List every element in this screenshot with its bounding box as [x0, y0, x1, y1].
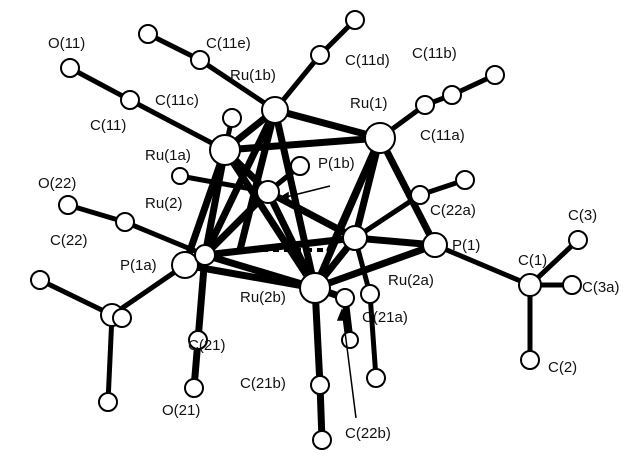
label-c11c: C(11c)	[155, 92, 199, 109]
label-c11e: C(11e)	[206, 35, 251, 52]
label-p1b: P(1b)	[318, 155, 355, 172]
label-ru1a: Ru(1a)	[145, 147, 191, 164]
label-c11: C(11)	[90, 117, 126, 134]
atom-ru2b	[299, 272, 331, 304]
label-ru2: Ru(2)	[145, 195, 183, 212]
label-c21a: C(21a)	[362, 309, 408, 326]
label-c22: C(22)	[50, 232, 88, 249]
label-c11d: C(11d)	[345, 52, 390, 69]
label-o22: O(22)	[38, 175, 76, 192]
dashed-bonds	[204, 236, 356, 257]
label-ru2a: Ru(2a)	[388, 272, 434, 289]
atom-p1	[422, 232, 448, 258]
label-p1a: P(1a)	[120, 257, 157, 274]
label-c3a: C(3a)	[582, 279, 620, 296]
atom-p1b	[194, 244, 216, 266]
label-c21b: C(21b)	[240, 375, 286, 392]
atoms	[30, 10, 588, 450]
label-ru1b: Ru(1b)	[230, 67, 276, 84]
label-p1: P(1)	[452, 237, 480, 254]
label-c11b: C(11b)	[412, 45, 457, 62]
label-c3: C(3)	[568, 207, 597, 224]
label-o21: O(21)	[162, 402, 200, 419]
label-c21: C(21)	[188, 337, 226, 354]
label-c22b: C(22b)	[345, 425, 391, 442]
label-c2: C(2)	[548, 359, 577, 376]
label-c1: C(1)	[518, 252, 547, 269]
metal-framework-bonds	[181, 106, 439, 444]
label-o11: O(11)	[48, 35, 85, 52]
label-c11a: C(11a)	[420, 127, 465, 144]
atom-ru1	[364, 122, 396, 154]
annotation-arrows	[276, 185, 357, 419]
atom-ru2	[256, 180, 280, 204]
label-ru2b: Ru(2b)	[240, 289, 286, 306]
atom-ru1b	[261, 96, 289, 124]
atom-ru1a	[209, 134, 241, 166]
atom-labels: O(11) C(11e) Ru(1b) C(11d) C(11b) Ru(1) …	[38, 35, 620, 442]
label-ru1: Ru(1)	[350, 95, 388, 112]
label-c22a: C(22a)	[430, 202, 476, 219]
atom-ru2a	[342, 225, 368, 251]
atom-p1a	[171, 251, 199, 279]
